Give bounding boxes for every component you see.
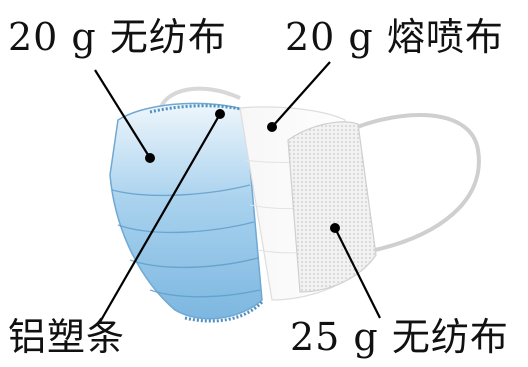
outer-blue-layer: [109, 102, 263, 320]
leader-line-bottom-right: [334, 227, 381, 319]
leader-dot-icon: [215, 109, 225, 119]
leader-dot-icon: [145, 153, 155, 163]
leader-line-top-right: [271, 61, 331, 128]
inner-mesh-layer: [287, 121, 377, 293]
leader-dot-icon: [330, 223, 340, 233]
label-inner-nonwoven: 25 g 无纺布: [290, 315, 509, 359]
leader-line-bottom-left: [99, 113, 221, 323]
ear-loop: [328, 113, 481, 252]
leader-dot-icon: [267, 122, 277, 132]
label-nose-strip: 铝塑条: [8, 315, 126, 359]
label-outer-nonwoven: 20 g 无纺布: [8, 15, 227, 59]
label-meltblown: 20 g 熔喷布: [285, 15, 504, 59]
leader-line-top-left: [94, 69, 151, 159]
